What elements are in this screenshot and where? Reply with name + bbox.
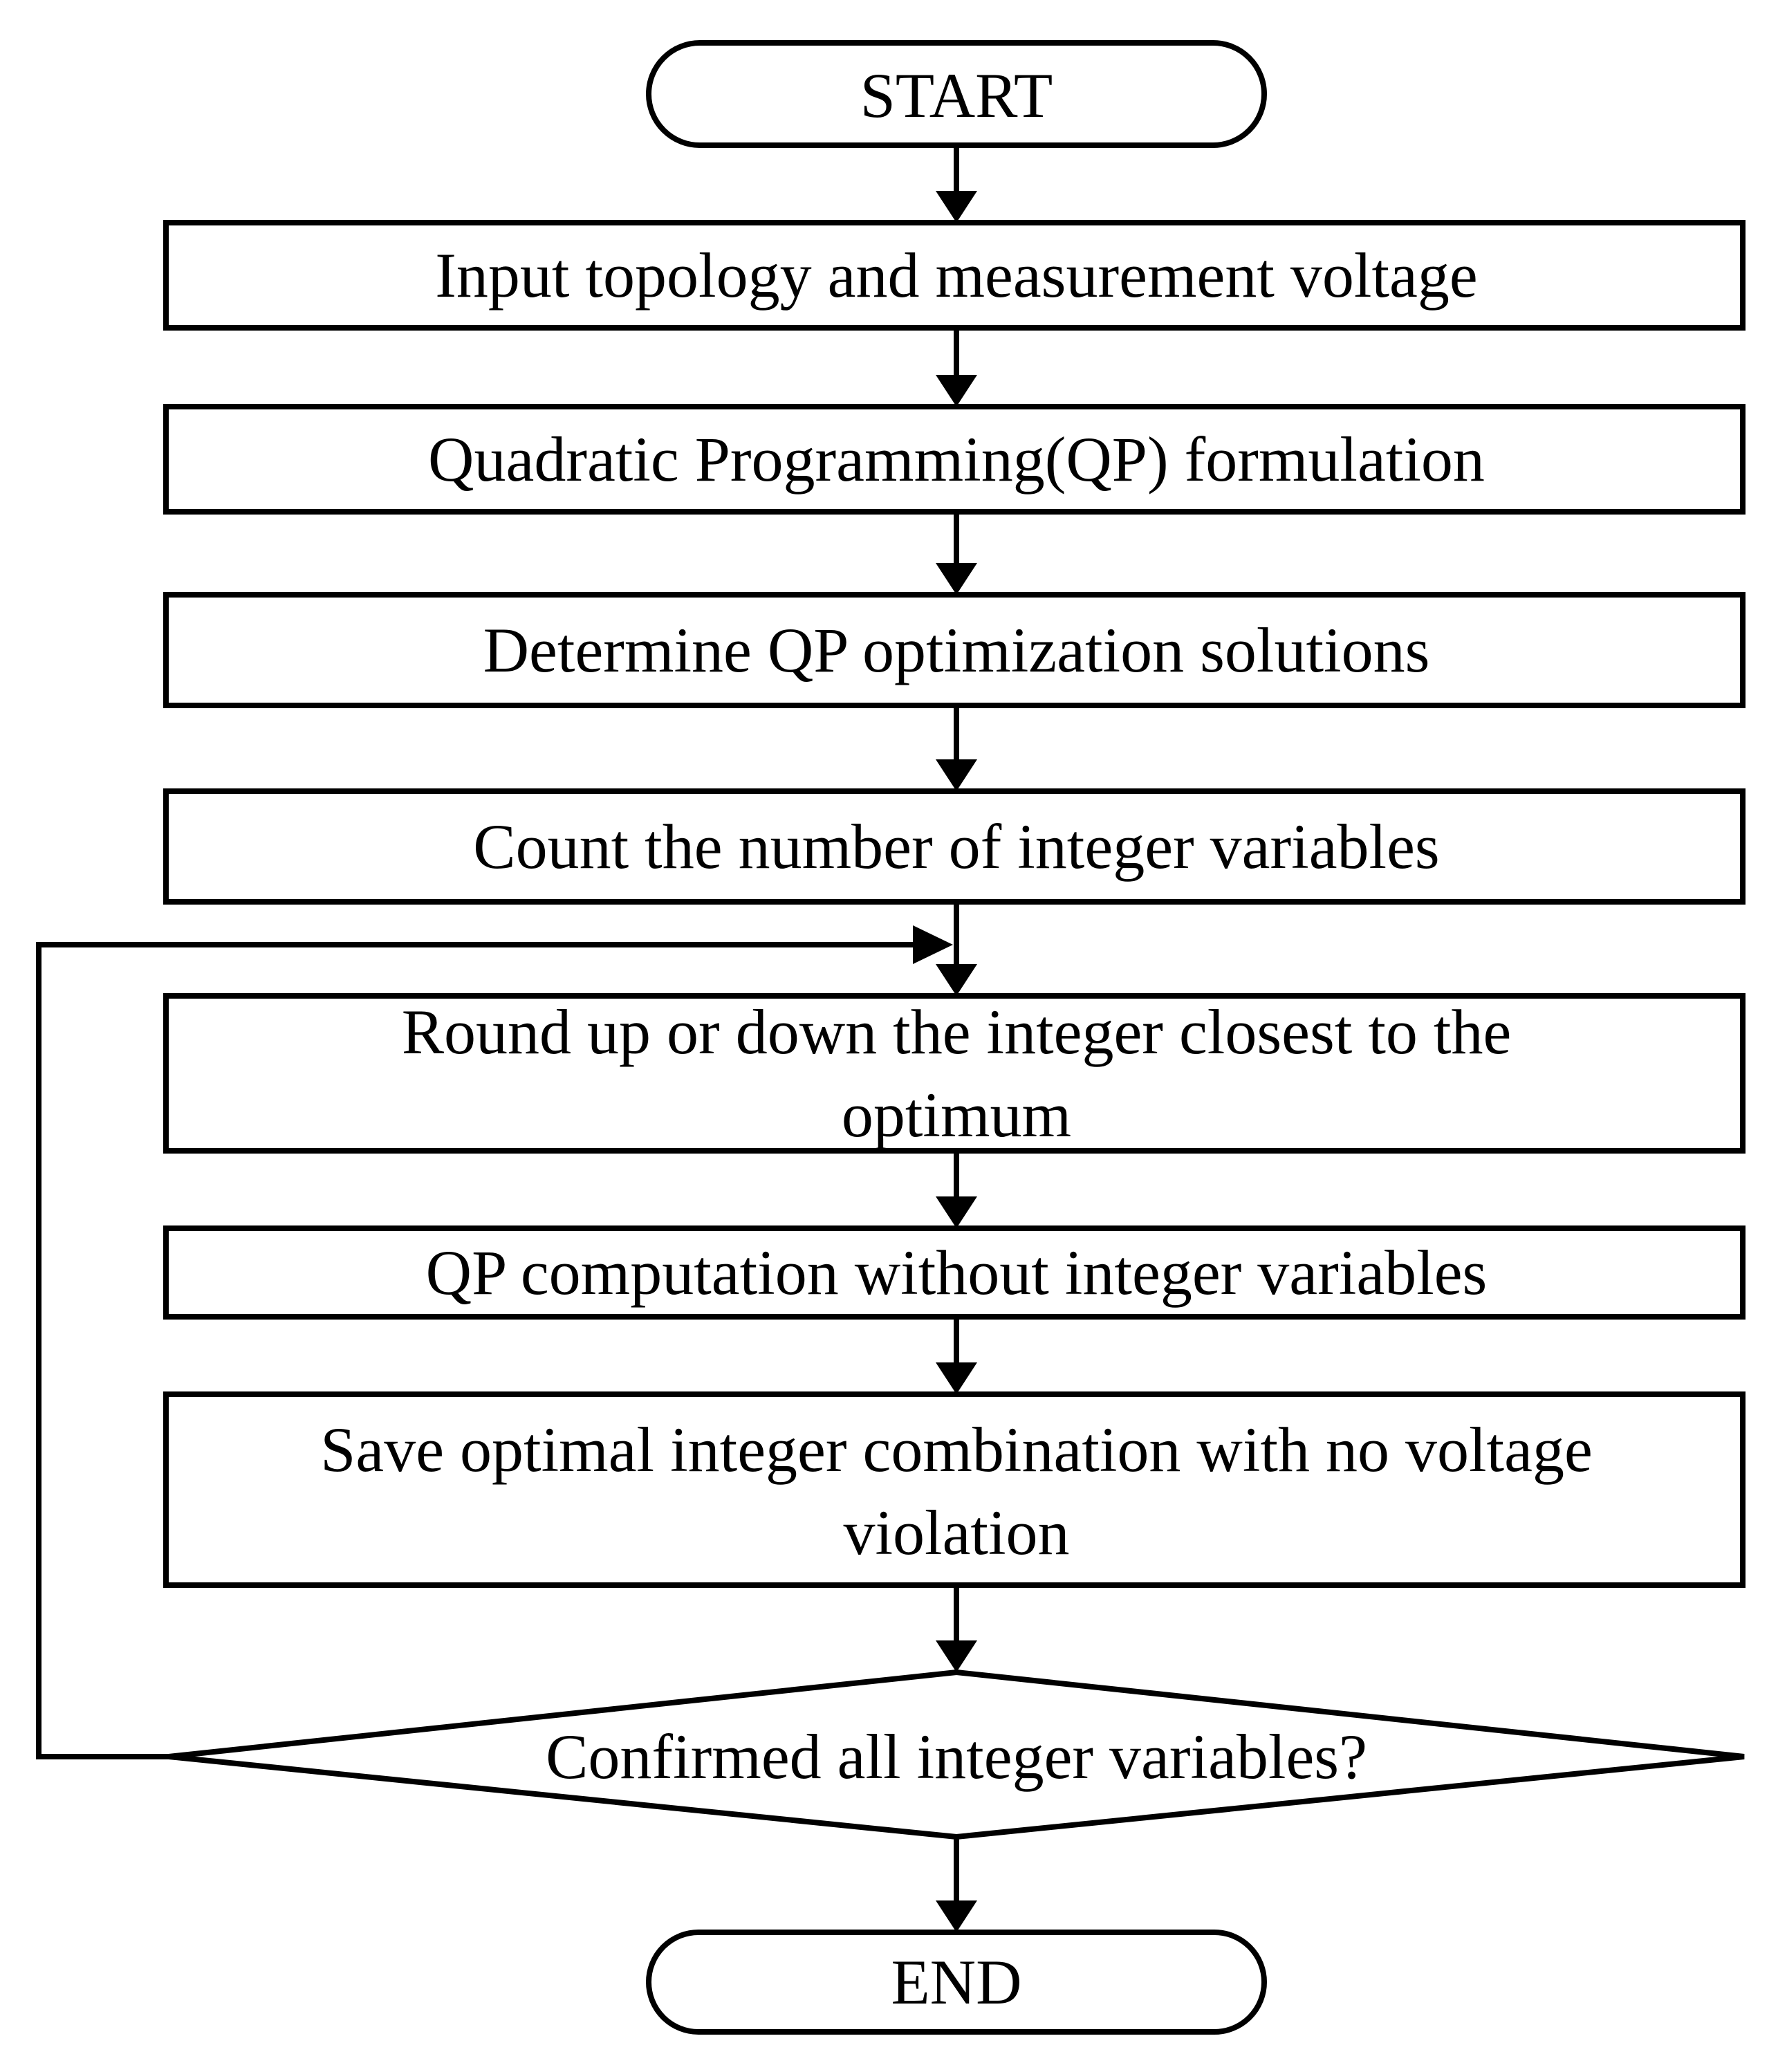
step-save-label-line1: Save optimal integer combination with no…	[320, 1414, 1593, 1485]
step-formulation-label: Quadratic Programming(QP) formulation	[428, 424, 1485, 494]
step-round-label-line1: Round up or down the integer closest to …	[402, 997, 1512, 1067]
arrowhead-to-decision	[936, 1640, 977, 1672]
step-round-label-line2: optimum	[842, 1080, 1071, 1150]
step-input-box	[163, 220, 1746, 331]
arrowhead-to-end	[936, 1900, 977, 1932]
arrowhead-to-determine	[936, 563, 977, 595]
decision-confirmed-label: Confirmed all integer variables?	[546, 1721, 1367, 1792]
start-label: START	[860, 60, 1053, 131]
step-compute-label: QP computation without integer variables	[426, 1237, 1488, 1308]
step-input-label: Input topology and measurement voltage	[435, 240, 1477, 311]
step-determine-box	[163, 592, 1746, 708]
step-formulation-box	[163, 404, 1746, 515]
arrowhead-to-save	[936, 1362, 977, 1394]
step-count-label: Count the number of integer variables	[473, 811, 1439, 882]
loop-back-connector	[36, 942, 924, 1759]
step-determine-label: Determine QP optimization solutions	[483, 615, 1430, 685]
arrowhead-to-round	[936, 964, 977, 996]
arrowhead-to-compute	[936, 1196, 977, 1228]
arrowhead-to-formulation	[936, 375, 977, 407]
step-save-label-line2: violation	[843, 1497, 1069, 1568]
end-label: END	[891, 1947, 1021, 2017]
arrowhead-to-count	[936, 759, 977, 791]
arrowhead-loop-back	[913, 925, 953, 964]
arrowhead-to-input	[936, 191, 977, 223]
step-save-box	[163, 1391, 1746, 1588]
